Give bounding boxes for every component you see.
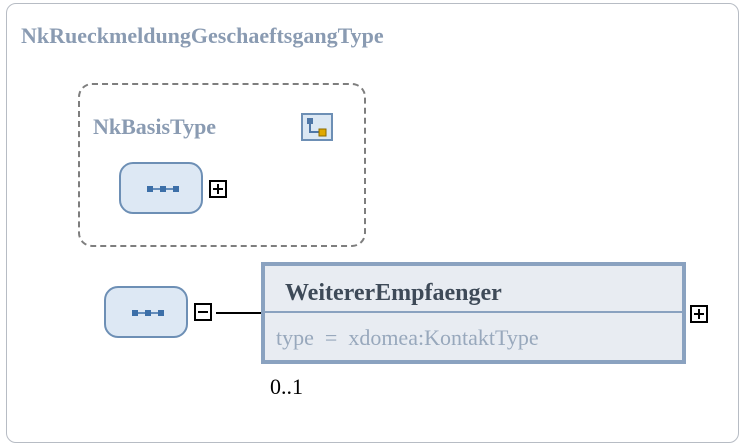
occurrence-label: 0..1 <box>270 374 303 399</box>
sequence-icon <box>147 186 179 192</box>
element-name: WeitererEmpfaenger <box>285 280 502 306</box>
element-weiterer-empfaenger[interactable]: WeitererEmpfaenger type = xdomea:Kontakt… <box>261 262 686 364</box>
complex-type-container <box>6 3 739 443</box>
complex-type-title: NkRueckmeldungGeschaeftsgangType <box>21 23 384 48</box>
complex-type-icon <box>301 113 333 141</box>
element-type: type = xdomea:KontaktType <box>276 325 539 351</box>
sequence-icon <box>132 310 164 316</box>
element-divider <box>265 311 682 313</box>
expand-plus-icon[interactable] <box>209 180 227 198</box>
base-type-title: NkBasisType <box>93 114 217 139</box>
base-type-group <box>78 83 366 247</box>
element-type-label: type <box>276 325 314 350</box>
collapse-minus-icon[interactable] <box>194 303 212 321</box>
element-type-equals: = <box>324 325 338 350</box>
element-type-value: xdomea:KontaktType <box>348 325 539 350</box>
expand-plus-icon[interactable] <box>690 305 708 323</box>
connector-line <box>216 312 261 314</box>
sequence-compositor-base[interactable] <box>119 162 203 214</box>
sequence-compositor[interactable] <box>104 286 188 338</box>
